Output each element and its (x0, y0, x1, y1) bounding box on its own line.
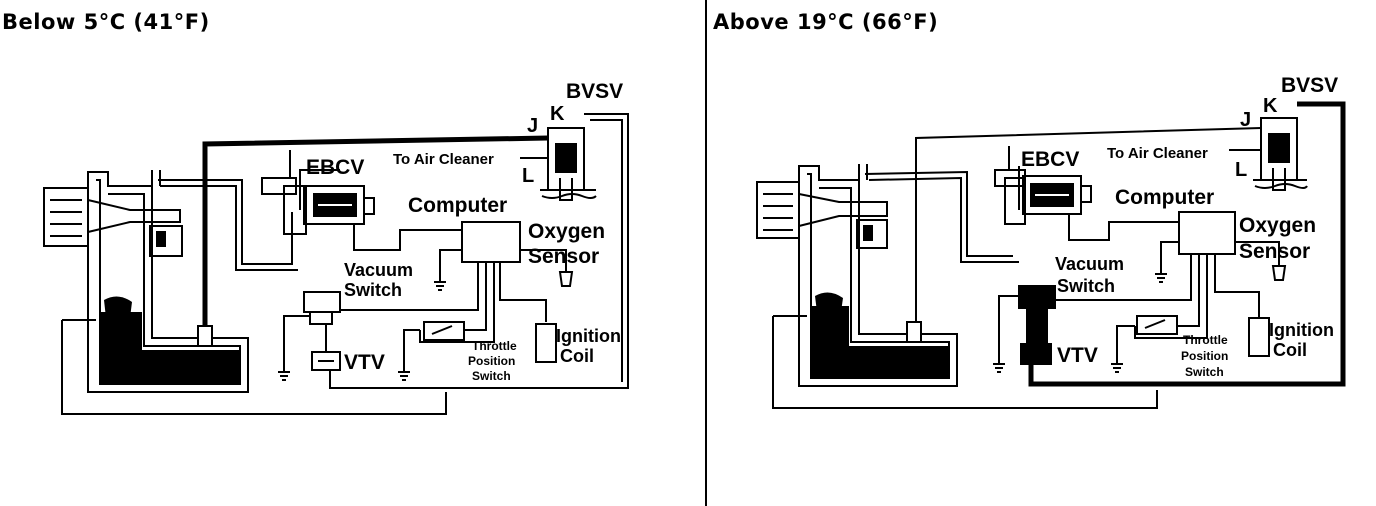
bvsv-label: BVSV (566, 80, 623, 103)
sensor-label: Sensor (1239, 240, 1310, 263)
bvsv-valve (1253, 117, 1308, 191)
coil-label: Coil (1273, 340, 1307, 360)
port-k-label: K (1263, 95, 1278, 117)
throttle-label: Throttle (1183, 333, 1228, 347)
ignition-label: Ignition (556, 326, 621, 346)
panel-below-5c: Below 5°C (41°F) (2, 10, 629, 415)
position-label: Position (468, 354, 515, 368)
coil-label: Coil (560, 346, 594, 366)
vacuum-lines (158, 113, 629, 389)
ebcv-label: EBCV (306, 156, 364, 179)
sensor-label: Sensor (528, 245, 599, 268)
tp-switch-label: Switch (472, 369, 511, 383)
computer-label: Computer (408, 194, 507, 217)
panel-heading: Above 19°C (66°F) (713, 10, 939, 34)
switch-label: Switch (344, 280, 402, 300)
tp-switch-label: Switch (1185, 365, 1224, 379)
ignition-coil (1248, 317, 1270, 357)
port-j-label: J (1240, 109, 1251, 131)
throttle-position-switch (423, 321, 465, 341)
computer-box (1178, 211, 1236, 255)
to-air-cleaner-label: To Air Cleaner (393, 151, 494, 168)
port-j-label: J (527, 115, 538, 137)
oxygen-label: Oxygen (1239, 214, 1316, 237)
diagram-below-5c: BVSV J K L To Air Cleaner EBCV Computer … (43, 80, 629, 415)
ebcv-valve (994, 146, 1092, 225)
vtv-valve (1020, 343, 1052, 365)
panel-heading: Below 5°C (41°F) (2, 10, 210, 34)
to-air-cleaner-label: To Air Cleaner (1107, 145, 1208, 162)
fuel-chamber (811, 292, 949, 378)
port-l-label: L (522, 165, 534, 187)
computer-box (461, 221, 521, 263)
position-label: Position (1181, 349, 1228, 363)
port-k-label: K (550, 103, 565, 125)
vtv-label: VTV (1057, 344, 1098, 367)
vacuum-label: Vacuum (344, 260, 413, 280)
vtv-valve (311, 324, 341, 371)
fuel-chamber (100, 296, 240, 384)
panel-above-19c: Above 19°C (66°F) (709, 0, 1376, 506)
ebcv-valve (261, 150, 375, 235)
ebcv-label: EBCV (1021, 148, 1079, 171)
ignition-label: Ignition (1269, 320, 1334, 340)
wiring (772, 241, 1287, 409)
throttle-label: Throttle (472, 339, 517, 353)
port-l-label: L (1235, 159, 1247, 181)
bvsv-valve (540, 127, 597, 201)
vtv-label: VTV (344, 351, 385, 374)
oxygen-label: Oxygen (528, 220, 605, 243)
throttle-position-switch (1136, 315, 1178, 335)
switch-label: Switch (1057, 276, 1115, 296)
panel-divider (705, 0, 707, 506)
vacuum-lines (864, 101, 1346, 387)
diagram-above-19c: BVSV J K L To Air Cleaner EBCV Computer … (756, 74, 1346, 409)
vacuum-label: Vacuum (1055, 254, 1124, 274)
vacuum-switch (1018, 285, 1056, 343)
computer-label: Computer (1115, 186, 1214, 209)
ignition-coil (535, 323, 557, 363)
bvsv-label: BVSV (1281, 74, 1338, 97)
vacuum-switch (303, 291, 341, 325)
